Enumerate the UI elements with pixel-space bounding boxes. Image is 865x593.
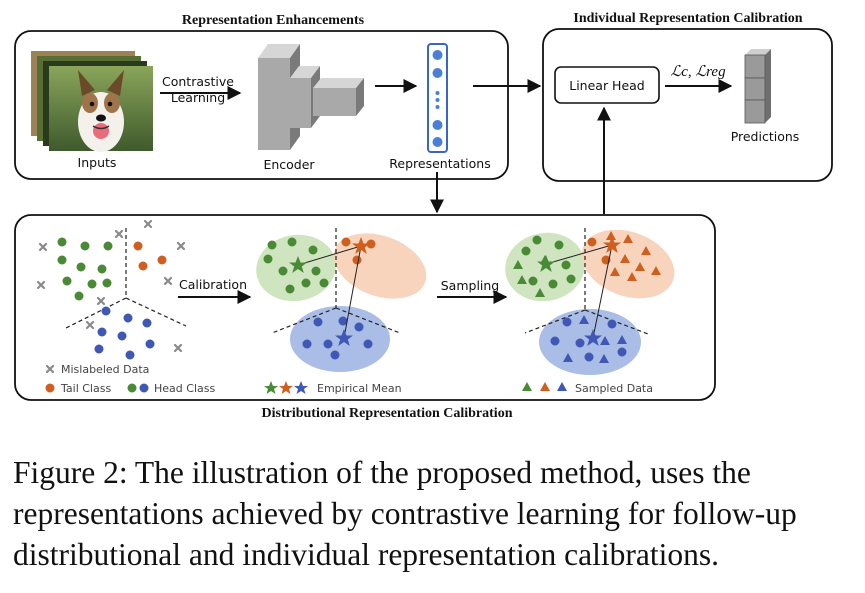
enhancement-section-title: Representation Enhancements [182,13,365,28]
calibration-section-title: Individual Representation Calibration [573,11,802,26]
distribution-box [14,214,716,401]
contrastive-label-line1: Contrastive [162,74,234,89]
individual-calibration-box [542,28,833,182]
empirical-mean-legend-label: Empirical Mean [317,382,402,395]
encoder-blocks [258,44,364,150]
distribution-section-title: Distributional Representation Calibratio… [262,406,513,421]
head-class-legend-icon-green [127,383,137,393]
loss-label: ℒc, ℒreg [670,64,726,80]
head-class-legend-icon-blue [139,383,149,393]
empirical-mean-legend-icons [264,381,308,394]
encoder-label: Encoder [263,157,315,172]
head-class-legend-label: Head Class [154,382,215,395]
sampled-data-legend-label: Sampled Data [575,382,653,395]
sampling-label: Sampling [441,278,500,293]
inputs-image-stack [31,51,153,152]
calibrated-distribution-panel [256,228,427,372]
predictions-label: Predictions [731,129,800,144]
mislabeled-legend-icon [45,364,55,374]
mislabeled-legend-label: Mislabeled Data [61,363,149,376]
calibration-label: Calibration [179,277,247,292]
enhancement-box [14,30,509,180]
representation-vector [427,43,448,153]
inputs-label: Inputs [78,155,117,170]
tail-class-legend-label: Tail Class [60,382,111,395]
tail-class-legend-icon [45,383,55,393]
sampled-distribution-panel [505,228,675,375]
linear-head-box [554,66,660,104]
predictions-stack [744,49,771,124]
figure-caption: Figure 2: The illustration of the propos… [13,455,797,572]
representations-label: Representations [389,156,490,171]
method-diagram: Representation Enhancements Individual R… [14,11,833,421]
linear-head-label: Linear Head [569,78,645,93]
sampled-data-legend-icons [522,382,567,391]
raw-distribution-panel [36,219,187,360]
